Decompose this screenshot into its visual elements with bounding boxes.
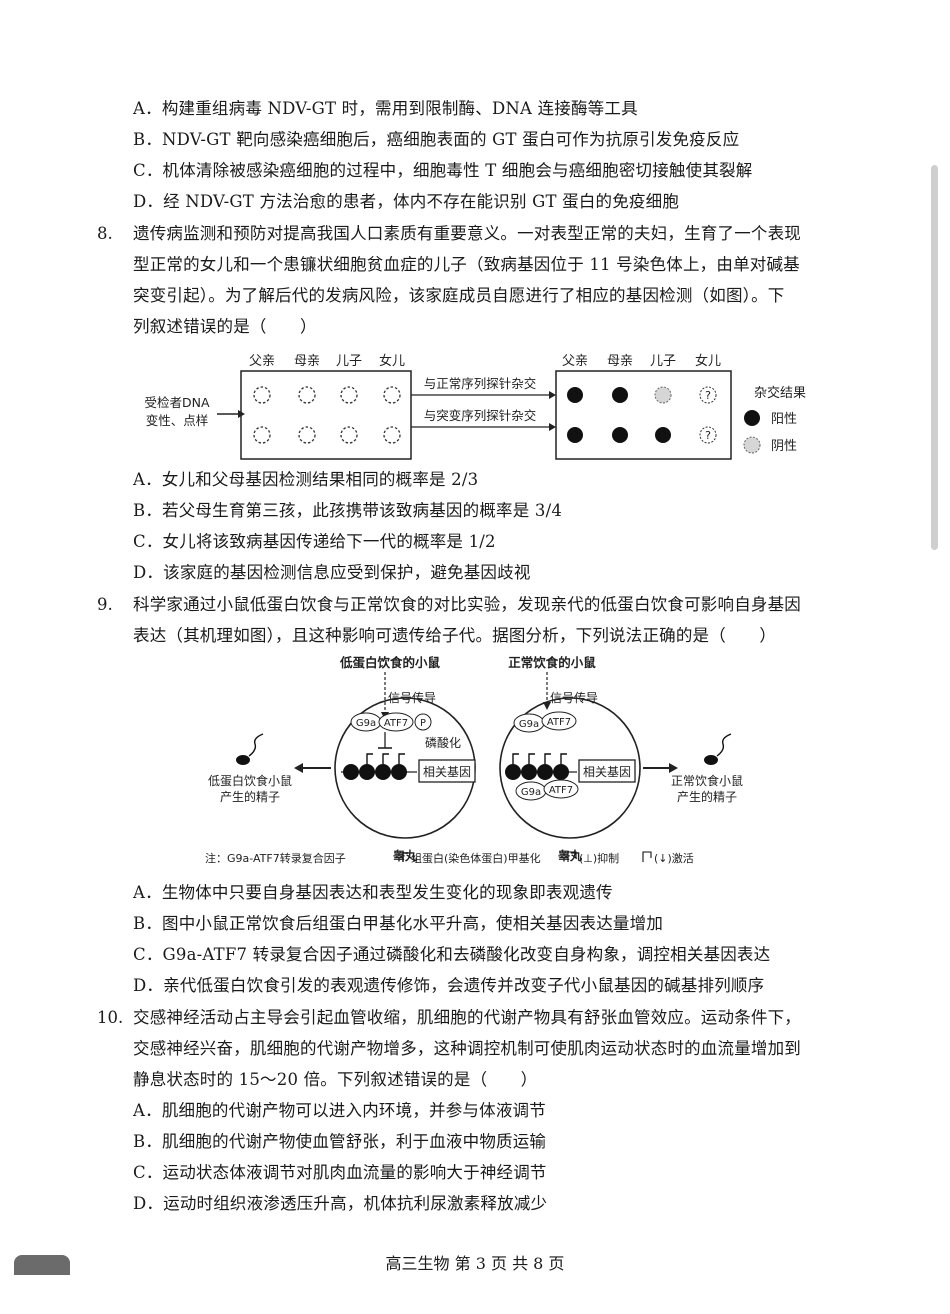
- q9-option-c: C．G9a-ATF7 转录复合因子通过磷酸化和去磷酸化改变自身构象，调控相关基因…: [133, 945, 771, 964]
- right-testis-cell: [499, 697, 641, 839]
- q7-option-a: A．构建重组病毒 NDV-GT 时，需用到限制酶、DNA 连接酶等工具: [133, 99, 638, 118]
- blot-box-after: [555, 370, 732, 460]
- signal-label: 信号传导: [550, 690, 598, 705]
- probe-normal-label: 与正常序列探针杂交: [424, 376, 537, 391]
- q8-stem-line: 突变引起）。为了解后代的发病风险，该家庭成员自愿进行了相应的基因检测（如图）。下: [133, 286, 785, 305]
- atf7-label: ATF7: [547, 717, 571, 728]
- gene-test-figure: 父亲 母亲 儿子 女儿 父亲 母亲 儿子 女儿 受检者DNA 变性、点样 与正常…: [144, 353, 806, 460]
- q10-number: 10.: [97, 1008, 124, 1027]
- result-dots: [567, 386, 717, 444]
- q10-stem-line: 交感神经兴奋，肌细胞的代谢产物增多，这种调控机制可使肌肉运动状态时的血流量增加到: [133, 1039, 801, 1058]
- signal-label: 信号传导: [388, 690, 436, 705]
- unknown-mark: ?: [705, 389, 711, 402]
- q8-option-a: A．女儿和父母基因检测结果相同的概率是 2/3: [133, 470, 479, 489]
- q8-option-d: D．该家庭的基因检测信息应受到保护，避免基因歧视: [133, 563, 531, 582]
- note-inhibit-label: (⊥)抑制: [579, 851, 619, 865]
- q8-stem-line: 型正常的女儿和一个患镰状细胞贫血症的儿子（致病基因位于 11 号染色体上，由单对…: [133, 255, 800, 274]
- note-label: 注：G9a-ATF7转录复合因子: [205, 851, 346, 865]
- q7-option-c: C．机体清除被感染癌细胞的过程中，细胞毒性 T 细胞会与癌细胞密切接触使其裂解: [133, 161, 753, 180]
- q9-number: 9.: [97, 595, 113, 614]
- left-sperm-label: 低蛋白饮食小鼠: [208, 773, 292, 788]
- g9a-label: G9a: [521, 787, 541, 798]
- right-sperm-label: 正常饮食小鼠: [671, 773, 743, 788]
- member-label: 父亲: [562, 354, 588, 369]
- q9-option-d: D．亲代低蛋白饮食引发的表观遗传修饰，会遗传并改变子代小鼠基因的碱基排列顺序: [133, 976, 765, 995]
- probe-mutant-label: 与突变序列探针杂交: [424, 408, 537, 423]
- q8-number: 8.: [97, 224, 113, 243]
- testis-label: 睾丸: [558, 848, 583, 863]
- testis-label: 睾丸: [393, 848, 418, 863]
- right-sperm-icon: [704, 755, 718, 765]
- member-label: 女儿: [695, 353, 721, 369]
- phosphorylation-label: 磷酸化: [425, 735, 461, 750]
- legend-positive-dot: [744, 410, 760, 426]
- phosphate-label: P: [420, 718, 426, 729]
- q8-option-c: C．女儿将该致病基因传递给下一代的概率是 1/2: [133, 532, 496, 551]
- q7-option-d: D．经 NDV-GT 方法治愈的患者，体内不存在能识别 GT 蛋白的免疫细胞: [133, 192, 680, 211]
- input-label: 受检者DNA: [144, 395, 209, 410]
- q10-stem-line: 静息状态时的 15～20 倍。下列叙述错误的是（ ）: [133, 1070, 538, 1089]
- gene-label: 相关基因: [583, 765, 631, 779]
- gene-label: 相关基因: [423, 765, 471, 779]
- atf7-label: ATF7: [549, 785, 573, 796]
- left-sperm-label: 产生的精子: [220, 789, 280, 804]
- q10-option-a: A．肌细胞的代谢产物可以进入内环境，并参与体液调节: [133, 1101, 546, 1120]
- q9-option-b: B．图中小鼠正常饮食后组蛋白甲基化水平升高，使相关基因表达量增加: [133, 914, 664, 933]
- q10-option-d: D．运动时组织液渗透压升高，机体抗利尿激素释放减少: [133, 1194, 548, 1213]
- page-footer: 高三生物 第 3 页 共 8 页: [385, 1254, 565, 1273]
- member-label: 儿子: [650, 354, 676, 369]
- q7-option-b: B．NDV-GT 靶向感染癌细胞后，癌细胞表面的 GT 蛋白可作为抗原引发免疫反…: [133, 130, 740, 149]
- note-methyl-label: 组蛋白(染色体蛋白)甲基化: [411, 851, 541, 865]
- page-corner-tab[interactable]: [14, 1255, 70, 1275]
- note-activate-label: (↓)激活: [654, 851, 694, 865]
- blot-box-before: [240, 370, 412, 460]
- atf7-label: ATF7: [384, 718, 408, 729]
- q8-stem-line: 遗传病监测和预防对提高我国人口素质有重要意义。一对表型正常的夫妇，生育了一个表现: [133, 224, 801, 243]
- member-label: 母亲: [607, 354, 633, 369]
- left-sperm-icon: [236, 755, 250, 765]
- member-label: 儿子: [336, 354, 362, 369]
- q9-option-a: A．生物体中只要自身基因表达和表型发生变化的现象即表观遗传: [133, 883, 613, 902]
- q10-option-c: C．运动状态体液调节对肌肉血流量的影响大于神经调节: [133, 1163, 547, 1182]
- input-label: 变性、点样: [146, 413, 209, 428]
- right-nucleosomes: [505, 753, 577, 780]
- q8-option-b: B．若父母生育第三孩，此孩携带该致病基因的概率是 3/4: [133, 501, 563, 520]
- q10-stem-line: 交感神经活动占主导会引起血管收缩，肌细胞的代谢产物具有舒张血管效应。运动条件下，: [133, 1008, 801, 1027]
- legend-positive: 阳性: [771, 412, 797, 427]
- left-nucleosomes: [341, 753, 417, 780]
- q8-stem-line: 列叙述错误的是（ ）: [133, 317, 317, 336]
- legend-negative-dot: [743, 436, 761, 454]
- unknown-mark: ?: [705, 429, 711, 442]
- g9a-label: G9a: [519, 719, 539, 730]
- right-title: 正常饮食的小鼠: [508, 655, 596, 670]
- legend-title: 杂交结果: [754, 385, 806, 401]
- left-gene-box: [418, 759, 476, 783]
- left-title: 低蛋白饮食的小鼠: [339, 655, 441, 670]
- legend-negative: 阴性: [771, 439, 797, 454]
- q9-stem-line: 表达（其机理如图），且这种影响可遗传给子代。据图分析，下列说法正确的是（ ）: [133, 626, 777, 645]
- scrollbar-thumb[interactable]: [931, 165, 938, 550]
- q9-stem-line: 科学家通过小鼠低蛋白饮食与正常饮食的对比实验，发现亲代的低蛋白饮食可影响自身基因: [133, 595, 801, 614]
- member-label: 母亲: [294, 354, 320, 369]
- g9a-label: G9a: [356, 718, 376, 729]
- q10-option-b: B．肌细胞的代谢产物使血管舒张，利于血液中物质运输: [133, 1132, 547, 1151]
- right-sperm-label: 产生的精子: [677, 789, 737, 804]
- epigenetics-figure: 低蛋白饮食的小鼠 正常饮食的小鼠 信号传导 G9a ATF7 P 磷酸化 相关基…: [205, 655, 743, 865]
- member-label: 父亲: [249, 354, 275, 369]
- right-gene-box: [578, 759, 636, 783]
- member-label: 女儿: [379, 353, 405, 369]
